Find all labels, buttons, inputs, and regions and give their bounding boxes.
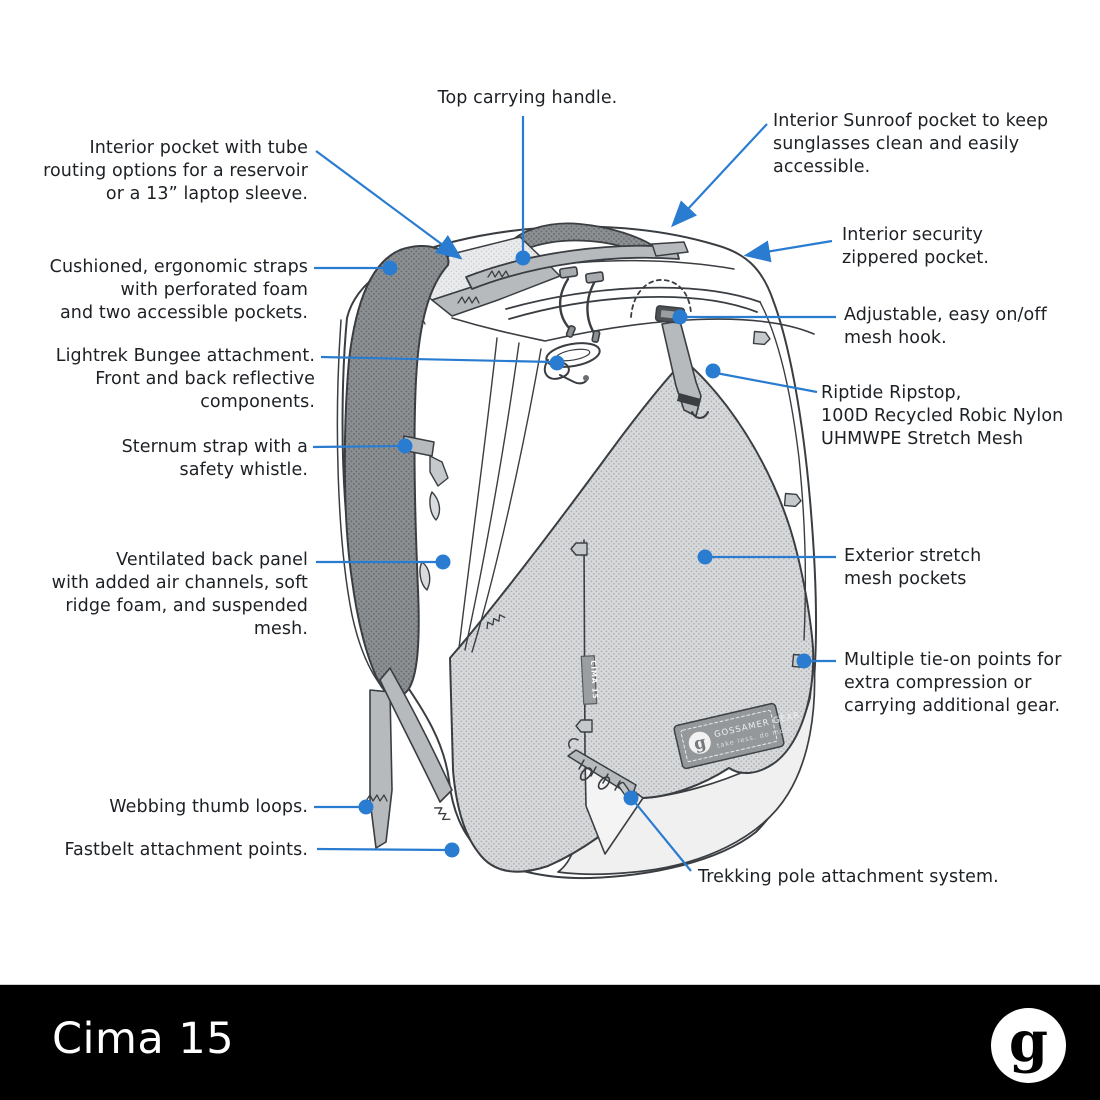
- dot-sternum: [397, 438, 413, 454]
- handle-end-tab: [651, 241, 689, 257]
- line-security: [743, 239, 833, 263]
- callout-label-interior-pocket: Interior pocket with tube routing option…: [43, 138, 308, 204]
- mesh-seam: [583, 539, 586, 756]
- back-panel-edge: [336, 319, 387, 693]
- callout-dots: [358, 250, 812, 858]
- callout-label-webbing: Webbing thumb loops.: [109, 797, 308, 817]
- dot-ventilated: [435, 554, 451, 570]
- footer-bar: Cima 15 g: [0, 984, 1100, 1100]
- sunroof-pocket-outline: [630, 279, 692, 318]
- cima-tag: [580, 655, 598, 705]
- callout-label-sunroof: Interior Sunroof pocket to keep sunglass…: [773, 111, 1049, 177]
- brand-patch: [673, 702, 785, 770]
- product-title: Cima 15: [52, 1014, 235, 1064]
- line-sunroof: [671, 123, 768, 228]
- lid-seam: [451, 317, 815, 342]
- line-sternum: [312, 444, 402, 449]
- dot-top-handle: [515, 250, 531, 266]
- callout-label-riptide: Riptide Ripstop, 100D Recycled Robic Nyl…: [821, 383, 1064, 449]
- callout-label-fastbelt: Fastbelt attachment points.: [64, 840, 308, 860]
- line-interior-pocket: [315, 150, 463, 260]
- dot-lightrek: [549, 355, 565, 371]
- callout-label-adjustable: Adjustable, easy on/off mesh hook.: [844, 305, 1047, 348]
- line-trekking: [632, 799, 692, 872]
- patch-logo-letter: g: [692, 733, 708, 755]
- air-channel-lines: [458, 337, 542, 653]
- zipper-pulls: [558, 266, 605, 343]
- callout-label-tie-on: Multiple tie-on points for extra compres…: [844, 650, 1062, 716]
- line-lightrek: [320, 355, 554, 364]
- dot-exterior: [697, 549, 713, 565]
- dot-webbing: [358, 799, 374, 815]
- trekking-pole-attachment: [567, 737, 637, 799]
- stitch-zigzag: [486, 614, 506, 630]
- callout-label-exterior: Exterior stretch mesh pockets: [844, 546, 982, 589]
- line-riptide: [715, 371, 818, 394]
- dot-cushioned: [382, 260, 398, 276]
- dot-riptide: [705, 363, 721, 379]
- cima-tag-text: CIMA 15: [589, 660, 599, 700]
- webbing-straps: [365, 667, 453, 849]
- gossamer-gear-g-logo: g: [991, 1008, 1066, 1083]
- far-shoulder-strap: [505, 222, 656, 252]
- callout-label-cushioned: Cushioned, ergonomic straps with perfora…: [49, 257, 308, 323]
- callout-label-ventilated: Ventilated back panel with added air cha…: [51, 550, 308, 639]
- callout-label-security: Interior security zippered pocket.: [842, 225, 990, 268]
- logo-letter: g: [1008, 1009, 1049, 1075]
- dot-adjustable: [672, 309, 688, 325]
- callout-label-trekking: Trekking pole attachment system.: [698, 867, 999, 887]
- dot-trekking: [623, 790, 639, 806]
- top-carrying-handle: [465, 244, 680, 290]
- callout-label-lightrek: Lightrek Bungee attachment. Front and ba…: [55, 346, 315, 412]
- callout-label-sternum: Sternum strap with a safety whistle.: [121, 437, 308, 480]
- dot-fastbelt: [444, 842, 460, 858]
- callout-label-top-handle: Top carrying handle.: [437, 88, 618, 108]
- line-fastbelt: [316, 847, 449, 852]
- dot-tie-on: [796, 653, 812, 669]
